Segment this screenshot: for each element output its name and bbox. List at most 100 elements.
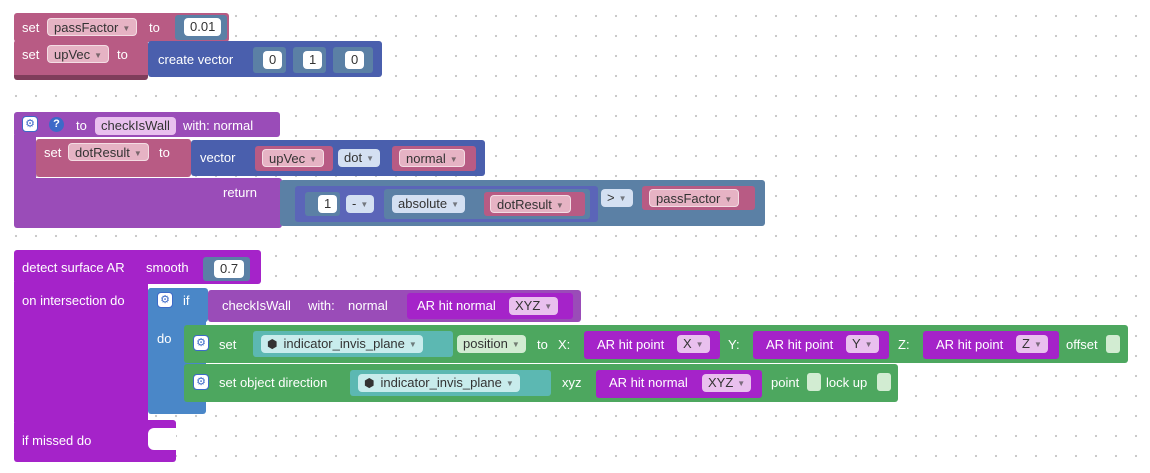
x-label: X: xyxy=(558,337,571,352)
vector-label: vector xyxy=(200,150,236,165)
lock-up-label: lock up xyxy=(826,375,868,390)
object-dropdown[interactable]: ⬢ indicator_invis_plane▼ xyxy=(261,335,423,353)
cube-icon: ⬢ xyxy=(267,337,278,351)
chevron-down-icon: ▼ xyxy=(864,340,873,349)
set-keyword: set xyxy=(22,47,40,62)
x-axis-dropdown[interactable]: X▼ xyxy=(677,335,710,353)
chevron-down-icon: ▼ xyxy=(360,200,369,209)
chevron-down-icon: ▼ xyxy=(451,200,460,209)
vector-op-dropdown[interactable]: dot▼ xyxy=(338,149,380,167)
chevron-down-icon: ▼ xyxy=(618,194,627,203)
smooth-field[interactable]: 0.7 xyxy=(214,260,245,278)
gear-icon[interactable]: ⚙ xyxy=(193,335,209,351)
chevron-down-icon: ▼ xyxy=(511,340,520,349)
smooth-label: smooth xyxy=(146,260,189,275)
absolute-dropdown[interactable]: absolute▼ xyxy=(392,195,466,213)
point-checkbox[interactable] xyxy=(807,373,821,391)
if-missed-label: if missed do xyxy=(22,433,92,448)
detect-label: detect surface AR xyxy=(22,260,125,275)
chevron-down-icon: ▼ xyxy=(94,51,103,60)
number-field[interactable]: 0.01 xyxy=(184,18,222,36)
chevron-down-icon: ▼ xyxy=(122,24,131,33)
minus-op-dropdown[interactable]: -▼ xyxy=(346,195,375,213)
prop-name: position xyxy=(463,336,508,351)
help-icon[interactable]: ? xyxy=(49,117,64,132)
chevron-down-icon: ▼ xyxy=(449,155,458,164)
xyz-label: xyz xyxy=(562,375,582,390)
op-name: > xyxy=(607,190,615,205)
call-with-label: with: xyxy=(308,298,335,313)
create-vector-label: create vector xyxy=(158,52,234,67)
var-name: passFactor xyxy=(656,191,721,206)
cube-icon: ⬢ xyxy=(364,376,375,390)
object-name: indicator_invis_plane xyxy=(380,375,502,390)
gear-icon[interactable]: ⚙ xyxy=(193,374,209,390)
set-direction-label: set object direction xyxy=(219,375,328,390)
procedure-name-field[interactable]: checkIsWall xyxy=(95,117,176,135)
chevron-down-icon: ▼ xyxy=(408,340,417,349)
vector-y-field[interactable]: 1 xyxy=(303,51,323,69)
xyz-dropdown[interactable]: XYZ▼ xyxy=(702,374,752,392)
y-axis-dropdown[interactable]: Y▼ xyxy=(846,335,879,353)
var-name: normal xyxy=(406,151,446,166)
chevron-down-icon: ▼ xyxy=(695,340,704,349)
call-name: checkIsWall xyxy=(222,298,291,313)
ar-hit-normal-label: AR hit normal xyxy=(609,375,688,390)
op-name: dot xyxy=(344,150,363,165)
on-intersection-label: on intersection do xyxy=(22,293,125,308)
vector-z-field[interactable]: 0 xyxy=(345,51,365,69)
return-label: return xyxy=(223,185,257,200)
xyz-dropdown[interactable]: XYZ▼ xyxy=(509,297,559,315)
offset-label: offset xyxy=(1066,337,1098,352)
chevron-down-icon: ▼ xyxy=(555,201,564,210)
to-keyword: to xyxy=(76,118,87,133)
offset-checkbox[interactable] xyxy=(1106,335,1120,353)
vector-x-field[interactable]: 0 xyxy=(263,51,283,69)
to-keyword: to xyxy=(159,145,170,160)
var-name: passFactor xyxy=(54,20,119,35)
normal-getter[interactable]: normal▼ xyxy=(399,149,465,167)
var-name: dotResult xyxy=(497,197,552,212)
gear-icon[interactable]: ⚙ xyxy=(157,292,173,308)
chevron-down-icon: ▼ xyxy=(366,154,374,163)
property-dropdown[interactable]: position▼ xyxy=(457,335,526,353)
opt-name: XYZ xyxy=(708,375,734,390)
compare-op-dropdown[interactable]: >▼ xyxy=(601,189,633,207)
procedure-params-label: with: normal xyxy=(183,118,254,133)
to-keyword: to xyxy=(149,20,160,35)
to-keyword: to xyxy=(537,337,548,352)
op-name: - xyxy=(352,196,357,211)
procedure-bottom xyxy=(14,178,282,228)
hit-point-label: AR hit point xyxy=(936,337,1004,352)
missed-slot xyxy=(148,428,176,450)
var-name: upVec xyxy=(54,47,91,62)
upvec-getter[interactable]: upVec▼ xyxy=(262,149,325,167)
upvec-var-dropdown[interactable]: upVec▼ xyxy=(47,45,110,63)
to-keyword: to xyxy=(117,47,128,62)
gear-icon[interactable]: ⚙ xyxy=(22,116,38,132)
do-keyword: do xyxy=(157,331,172,346)
y-label: Y: xyxy=(728,337,740,352)
call-param-label: normal xyxy=(348,298,388,313)
chevron-down-icon: ▼ xyxy=(544,302,553,311)
var-name: upVec xyxy=(269,151,306,166)
object-dropdown[interactable]: ⬢ indicator_invis_plane▼ xyxy=(358,374,520,392)
z-label: Z: xyxy=(898,337,910,352)
dotresult-var-dropdown[interactable]: dotResult▼ xyxy=(68,143,149,161)
chevron-down-icon: ▼ xyxy=(133,149,142,158)
set-keyword: set xyxy=(44,145,62,160)
if-keyword: if xyxy=(183,293,190,308)
z-axis-dropdown[interactable]: Z▼ xyxy=(1016,335,1048,353)
number-field[interactable]: 1 xyxy=(318,195,338,213)
passfactor-getter[interactable]: passFactor▼ xyxy=(649,189,740,207)
opt-name: XYZ xyxy=(515,298,541,313)
passfactor-var-dropdown[interactable]: passFactor▼ xyxy=(47,18,138,36)
dotresult-getter[interactable]: dotResult▼ xyxy=(490,195,571,213)
chevron-down-icon: ▼ xyxy=(505,379,514,388)
event-left-rail xyxy=(14,282,148,422)
chevron-down-icon: ▼ xyxy=(1033,340,1042,349)
lock-up-checkbox[interactable] xyxy=(877,373,891,391)
block-shadow xyxy=(14,75,148,80)
object-name: indicator_invis_plane xyxy=(283,336,405,351)
set-keyword: set xyxy=(219,337,237,352)
